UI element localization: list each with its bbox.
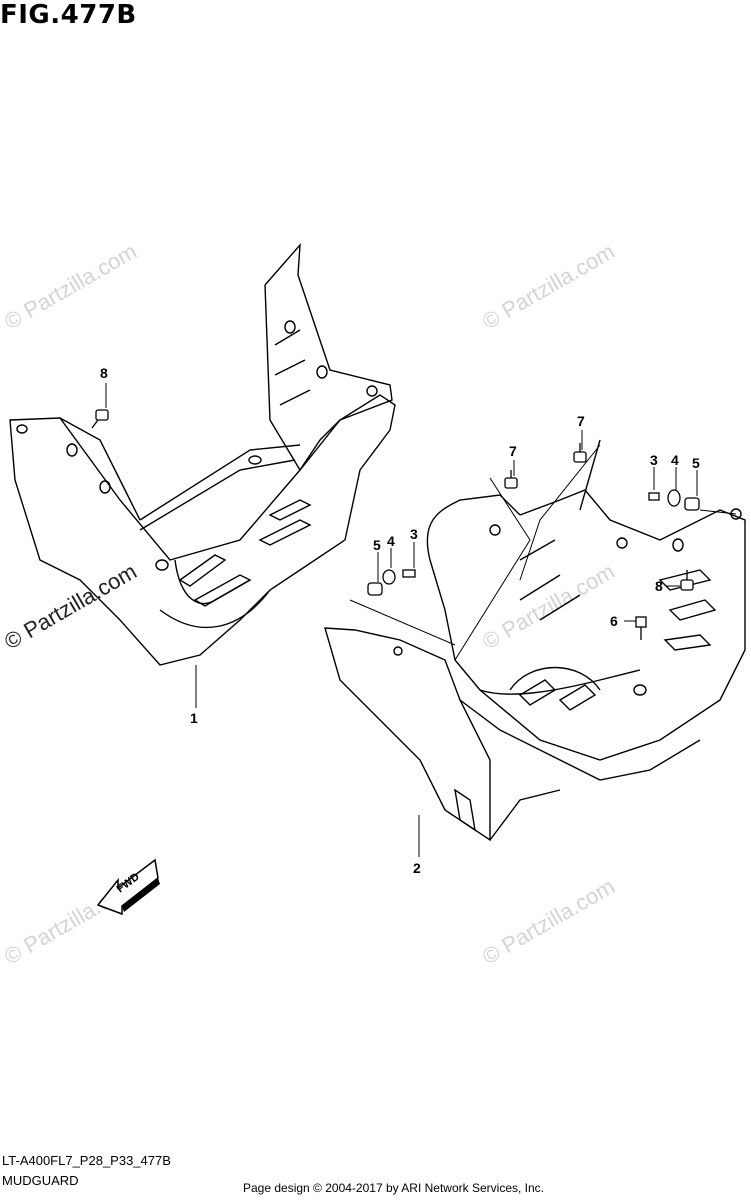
- callout-8-left: 8: [100, 365, 108, 381]
- callout-8-right: 8: [655, 578, 663, 594]
- model-code: LT-A400FL7_P28_P33_477B: [2, 1153, 171, 1168]
- bolt-8-left: [91, 409, 109, 429]
- watermark: © Partzilla.com: [478, 239, 619, 335]
- watermark: © Partzilla.com: [478, 559, 619, 655]
- leader-lines: [105, 383, 737, 857]
- collar-5a: [367, 582, 383, 596]
- mudguard-left-part-1: [9, 242, 396, 666]
- watermark: © Partzilla.com: [0, 239, 141, 335]
- watermarks: © Partzilla.com © Partzilla.com © Partzi…: [0, 239, 619, 970]
- callout-3a: 3: [410, 526, 418, 542]
- washer-4b: [667, 489, 681, 507]
- fasteners: [91, 409, 700, 640]
- bolt-6: [635, 616, 647, 640]
- callout-labels: 1 2 8 7 7 5 4 3 3 4 5 6 8: [100, 365, 700, 876]
- bolt-3b: [648, 492, 660, 501]
- watermark: © Partzilla.com: [0, 559, 141, 655]
- washer-4a: [382, 569, 396, 585]
- callout-1: 1: [190, 710, 198, 726]
- figure-title: FIG.477B: [0, 0, 137, 30]
- screw-7a: [504, 470, 518, 489]
- callout-5b: 5: [692, 455, 700, 471]
- callout-4b: 4: [671, 452, 679, 468]
- screw-7b: [573, 443, 587, 463]
- mudguard-right-part-2: [324, 439, 746, 842]
- fwd-arrow-icon: FWD: [96, 858, 160, 916]
- bolt-8-right: [680, 570, 694, 591]
- callout-4a: 4: [387, 533, 395, 549]
- callout-2: 2: [413, 860, 421, 876]
- bolt-3a: [402, 569, 416, 578]
- callout-7b: 7: [577, 413, 585, 429]
- callout-3b: 3: [650, 452, 658, 468]
- callout-5a: 5: [373, 537, 381, 553]
- section-name: MUDGUARD: [2, 1173, 79, 1188]
- callout-7a: 7: [509, 443, 517, 459]
- callout-6: 6: [610, 613, 618, 629]
- copyright-notice: Page design © 2004-2017 by ARI Network S…: [243, 1181, 545, 1195]
- collar-5b: [684, 497, 700, 511]
- watermark: © Partzilla.com: [478, 874, 619, 970]
